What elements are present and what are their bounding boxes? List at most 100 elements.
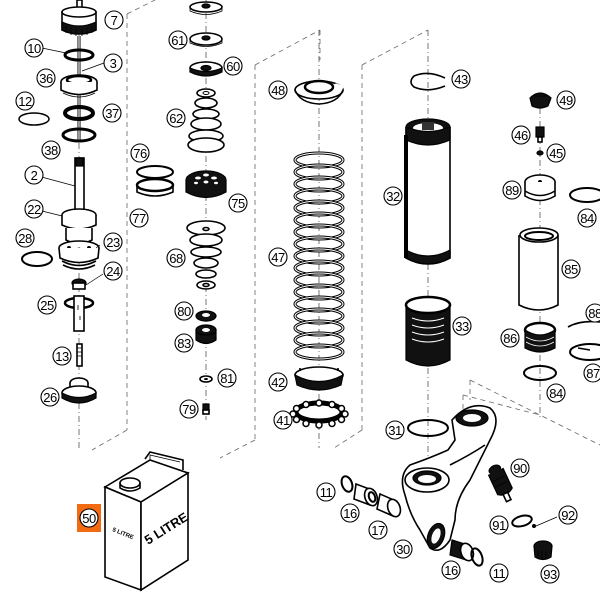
callout-label: 38	[44, 143, 58, 158]
callout-circle	[451, 69, 471, 89]
callout-circle	[217, 368, 237, 388]
callout-30: 30	[393, 539, 413, 559]
callout-84a: 84	[577, 208, 597, 228]
callout-92: 92	[558, 505, 578, 525]
callout-circle	[340, 503, 360, 523]
callout-circle	[103, 261, 123, 281]
callout-circle	[540, 564, 560, 584]
callout-33: 33	[452, 316, 472, 336]
callout-50[interactable]: 50	[77, 504, 101, 532]
callout-26: 26	[40, 387, 60, 407]
callout-17: 17	[368, 520, 388, 540]
callout-circle	[79, 508, 99, 528]
oil-can-5-litre: 5 LITRE 5 LITRE	[103, 451, 191, 592]
damper-body-assembly	[340, 72, 497, 567]
callout-11a: 11	[316, 482, 336, 502]
spring-coil-highlight	[294, 344, 344, 360]
callout-circle	[556, 90, 576, 110]
callout-2: 2	[24, 165, 44, 185]
callout-circle	[583, 363, 600, 383]
callout-label: 86	[503, 331, 517, 346]
callout-label: 16	[343, 506, 357, 521]
callout-circle	[103, 232, 123, 252]
callout-label: 26	[43, 390, 57, 405]
callout-circle	[489, 515, 509, 535]
spring-coil-highlight	[294, 284, 344, 300]
callout-label: 11	[320, 485, 333, 500]
callout-circle	[40, 387, 60, 407]
callout-label: 24	[106, 264, 120, 279]
callout-label: 85	[564, 262, 578, 277]
callout-circle	[166, 248, 186, 268]
callout-81: 81	[217, 368, 237, 388]
callout-label: 60	[226, 59, 240, 74]
callout-75: 75	[228, 193, 248, 213]
callout-label: 83	[177, 336, 191, 351]
callout-86: 86	[500, 328, 520, 348]
callout-circle	[500, 328, 520, 348]
callout-circle	[24, 199, 44, 219]
callout-label: 25	[40, 298, 54, 313]
callout-label: 37	[105, 106, 119, 121]
callout-label: 93	[543, 567, 557, 582]
spring-coil-highlight	[294, 176, 344, 192]
callout-28: 28	[15, 228, 35, 248]
callout-circle	[585, 303, 600, 323]
callout-circle	[104, 10, 124, 30]
callout-circle	[166, 108, 186, 128]
callout-label: 84	[580, 211, 594, 226]
piston-rod-assembly	[18, 0, 100, 404]
callout-circle	[37, 295, 57, 315]
callout-label: 91	[492, 518, 506, 533]
spring-coil-highlight	[294, 236, 344, 252]
callout-label: 43	[454, 72, 468, 87]
callout-circle	[52, 346, 72, 366]
callout-label: 32	[386, 189, 400, 204]
callout-circle	[223, 56, 243, 76]
callout-label: 76	[133, 146, 147, 161]
callout-43: 43	[451, 69, 471, 89]
callout-label: 31	[388, 423, 402, 438]
callout-circle	[103, 53, 123, 73]
spring-coil-highlight	[294, 332, 344, 348]
callout-84b: 84	[546, 383, 566, 403]
callout-label: 79	[182, 402, 196, 417]
locknut-tooth	[315, 421, 323, 429]
callout-85: 85	[561, 259, 581, 279]
locknut-tooth	[302, 400, 310, 409]
locknut-teeth	[289, 399, 349, 429]
spring-coil-highlight	[294, 212, 344, 228]
callout-25: 25	[37, 295, 57, 315]
callout-47: 47	[268, 247, 288, 267]
callout-circle	[174, 301, 194, 321]
callout-label: 33	[455, 319, 469, 334]
locknut-tooth	[292, 415, 301, 424]
callout-label: 41	[276, 413, 290, 428]
callout-circle	[102, 103, 122, 123]
callout-16b: 16	[441, 560, 461, 580]
callout-79: 79	[179, 399, 199, 419]
spring-coil-highlight	[294, 248, 344, 264]
callout-80: 80	[174, 301, 194, 321]
callout-label: 80	[177, 304, 191, 319]
callout-label: 7	[111, 13, 118, 28]
callout-circle	[273, 410, 293, 430]
locknut-tooth	[328, 419, 336, 428]
callout-12: 12	[15, 91, 35, 111]
callout-16a: 16	[340, 503, 360, 523]
callout-label: 3	[110, 56, 117, 71]
callout-48: 48	[268, 80, 288, 100]
callout-31: 31	[385, 420, 405, 440]
locknut-tooth	[328, 400, 336, 409]
callout-77: 77	[129, 208, 149, 228]
spring-coil-highlight	[294, 200, 344, 216]
callout-42: 42	[268, 372, 288, 392]
callout-label: 16	[444, 563, 458, 578]
reservoir-assembly	[518, 92, 600, 381]
callout-circle	[502, 180, 522, 200]
callout-circle	[511, 125, 531, 145]
callout-label: 22	[27, 202, 41, 217]
callout-label: 45	[549, 146, 563, 161]
callout-88: 88	[585, 303, 600, 323]
